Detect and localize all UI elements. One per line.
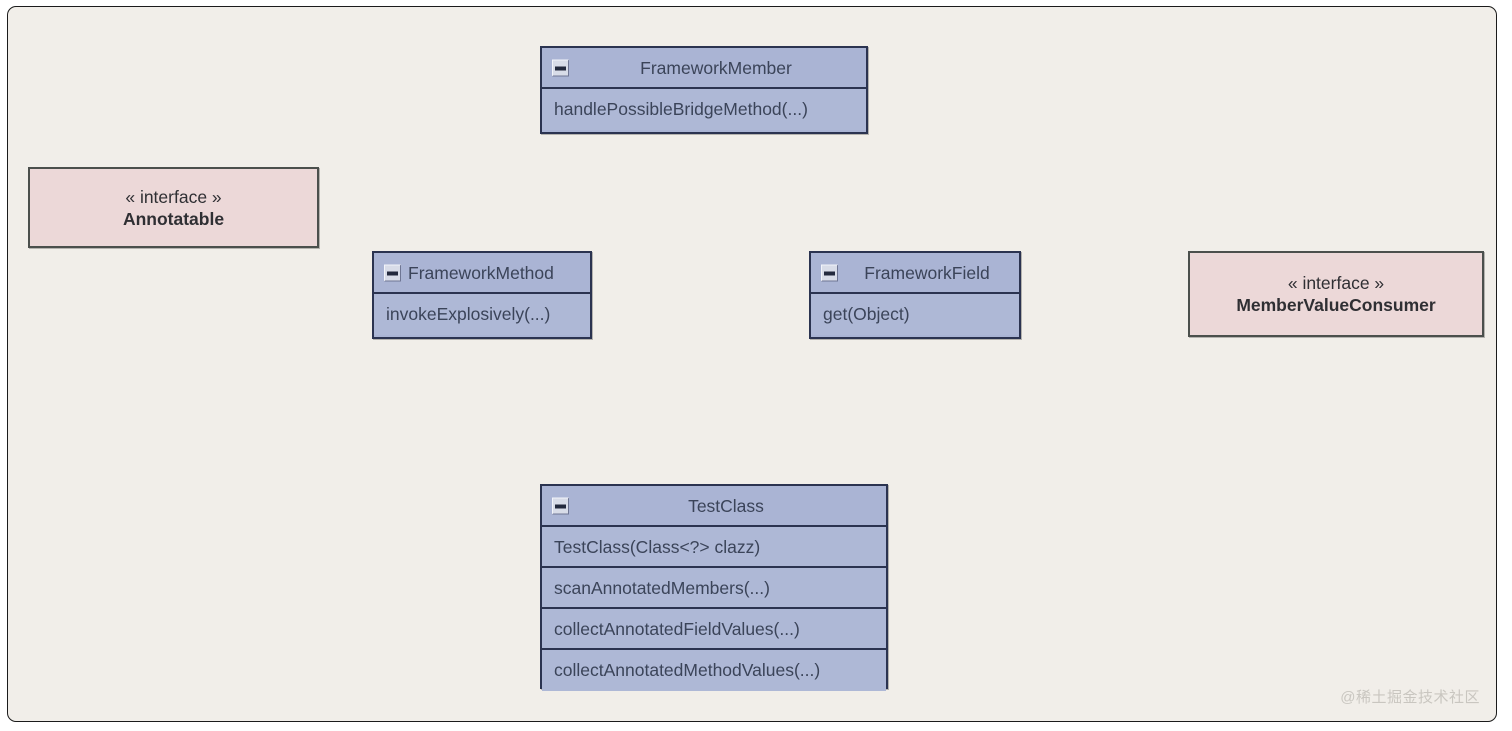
minus-icon[interactable]	[552, 497, 569, 514]
minus-icon[interactable]	[821, 264, 838, 281]
class-member-row[interactable]: handlePossibleBridgeMethod(...)	[542, 89, 866, 130]
uml-interface-annotatable[interactable]: « interface » Annotatable	[28, 167, 319, 248]
minus-icon[interactable]	[552, 59, 569, 76]
uml-class-framework-member[interactable]: FrameworkMember handlePossibleBridgeMeth…	[540, 46, 868, 134]
interface-stereotype: « interface »	[1287, 273, 1385, 293]
class-member-row[interactable]: scanAnnotatedMembers(...)	[542, 568, 886, 609]
class-header-framework-field[interactable]: FrameworkField	[811, 253, 1019, 294]
class-member-row[interactable]: invokeExplosively(...)	[374, 294, 590, 335]
class-title: TestClass	[688, 496, 764, 516]
interface-stereotype: « interface »	[125, 186, 222, 207]
class-member-row[interactable]: TestClass(Class<?> clazz)	[542, 527, 886, 568]
class-title: FrameworkMethod	[408, 263, 554, 283]
diagram-canvas: FrameworkMember handlePossibleBridgeMeth…	[7, 6, 1497, 722]
interface-name: MemberValueConsumer	[1236, 295, 1436, 315]
uml-class-test-class[interactable]: TestClass TestClass(Class<?> clazz) scan…	[540, 484, 888, 691]
class-header-framework-method[interactable]: FrameworkMethod	[374, 253, 590, 294]
interface-name: Annotatable	[122, 208, 225, 229]
class-title: FrameworkMember	[640, 58, 792, 78]
class-member-row[interactable]: collectAnnotatedFieldValues(...)	[542, 609, 886, 650]
class-title: FrameworkField	[864, 263, 990, 283]
minus-icon[interactable]	[384, 264, 401, 281]
watermark: @稀土掘金技术社区	[1340, 689, 1480, 706]
class-header-framework-member[interactable]: FrameworkMember	[542, 48, 866, 89]
class-header-test-class[interactable]: TestClass	[542, 486, 886, 527]
uml-class-framework-method[interactable]: FrameworkMethod invokeExplosively(...)	[372, 251, 592, 339]
uml-interface-member-value-consumer[interactable]: « interface » MemberValueConsumer	[1188, 251, 1484, 337]
class-member-row[interactable]: get(Object)	[811, 294, 1019, 335]
class-member-row[interactable]: collectAnnotatedMethodValues(...)	[542, 650, 886, 691]
uml-class-framework-field[interactable]: FrameworkField get(Object)	[809, 251, 1021, 339]
